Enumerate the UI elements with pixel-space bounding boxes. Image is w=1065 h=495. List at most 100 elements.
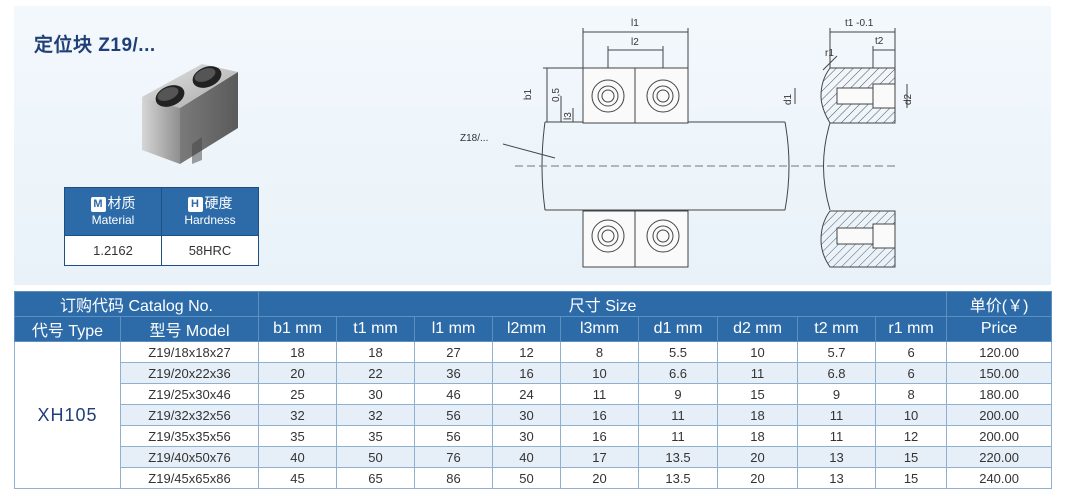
- size-cell: 10: [560, 362, 640, 384]
- size-column-header: l2mm: [492, 316, 562, 342]
- size-cell: 10: [717, 341, 799, 363]
- size-cell: 25: [258, 383, 338, 405]
- size-cell: 12: [875, 425, 948, 447]
- size-cell: 13.5: [638, 467, 719, 489]
- size-cell: 36: [414, 362, 494, 384]
- size-cell: 15: [717, 383, 799, 405]
- size-cell: 6.6: [638, 362, 719, 384]
- dim-d1: d1: [783, 93, 794, 105]
- size-column-header: d2 mm: [717, 316, 799, 342]
- size-column-header: d1 mm: [638, 316, 719, 342]
- size-cell: 18: [336, 341, 416, 363]
- size-cell: 9: [638, 383, 719, 405]
- size-cell: 65: [336, 467, 416, 489]
- dim-b1: b1: [523, 88, 534, 100]
- model-cell: Z19/20x22x36: [119, 362, 260, 384]
- size-cell: 46: [414, 383, 494, 405]
- price-cell: 200.00: [946, 425, 1053, 447]
- ref-label: Z18/...: [460, 133, 488, 144]
- model-cell: Z19/45x65x86: [119, 467, 260, 489]
- size-cell: 22: [336, 362, 416, 384]
- hardness-icon: H: [187, 196, 203, 212]
- price-cell: 200.00: [946, 404, 1053, 426]
- size-cell: 30: [492, 404, 562, 426]
- size-column-header: l1 mm: [414, 316, 494, 342]
- size-cell: 35: [258, 425, 338, 447]
- model-cell: Z19/35x35x56: [119, 425, 260, 447]
- type-header: 代号 Type: [14, 316, 121, 342]
- size-cell: 56: [414, 404, 494, 426]
- dim-r1: r1: [825, 48, 834, 59]
- size-cell: 11: [717, 362, 799, 384]
- size-cell: 20: [560, 467, 640, 489]
- size-cell: 6: [875, 362, 948, 384]
- size-cell: 10: [875, 404, 948, 426]
- size-cell: 12: [492, 341, 562, 363]
- size-cell: 5.7: [797, 341, 877, 363]
- price-cell: 180.00: [946, 383, 1053, 405]
- size-cell: 56: [414, 425, 494, 447]
- size-cell: 76: [414, 446, 494, 468]
- price-cell: 150.00: [946, 362, 1053, 384]
- size-cell: 13: [797, 446, 877, 468]
- size-cell: 17: [560, 446, 640, 468]
- size-cell: 18: [258, 341, 338, 363]
- size-cell: 8: [560, 341, 640, 363]
- size-cell: 11: [560, 383, 640, 405]
- dim-ref: 0,5: [551, 88, 562, 102]
- price-cell: 220.00: [946, 446, 1053, 468]
- size-cell: 15: [875, 446, 948, 468]
- size-cell: 45: [258, 467, 338, 489]
- size-cell: 30: [492, 425, 562, 447]
- size-column-header: t2 mm: [797, 316, 877, 342]
- size-header: 尺寸 Size: [258, 291, 948, 317]
- dim-l3: l3: [563, 112, 574, 120]
- model-cell: Z19/18x18x27: [119, 341, 260, 363]
- catalog-header: 订购代码 Catalog No.: [13, 291, 260, 317]
- price-cell: 120.00: [946, 341, 1053, 363]
- size-cell: 6: [875, 341, 948, 363]
- size-column-header: b1 mm: [258, 316, 338, 342]
- size-cell: 50: [492, 467, 562, 489]
- model-header: 型号 Model: [119, 316, 260, 342]
- dim-l1: l1: [631, 18, 639, 29]
- material-value: 1.2162: [64, 235, 162, 266]
- size-cell: 13: [797, 467, 877, 489]
- size-cell: 30: [336, 383, 416, 405]
- dim-d2: d2: [903, 93, 914, 105]
- size-cell: 6.8: [797, 362, 877, 384]
- spec-table: 订购代码 Catalog No. 尺寸 Size 单价(￥) 代号 Type 型…: [13, 291, 1053, 489]
- dim-t2: t2: [875, 36, 884, 47]
- size-cell: 5.5: [638, 341, 719, 363]
- price-header-en: Price: [946, 316, 1053, 342]
- type-cell: XH105: [14, 341, 121, 489]
- technical-drawing: l1 l2 b1 0,5 l3 Z18/... t1 -0.1 t2 r1 d1…: [460, 18, 914, 268]
- size-cell: 24: [492, 383, 562, 405]
- size-cell: 11: [638, 404, 719, 426]
- dim-l2: l2: [631, 37, 639, 48]
- size-cell: 27: [414, 341, 494, 363]
- size-column-header: t1 mm: [336, 316, 416, 342]
- size-cell: 11: [797, 425, 877, 447]
- size-cell: 18: [717, 425, 799, 447]
- size-column-header: r1 mm: [875, 316, 948, 342]
- dim-t1: t1 -0.1: [845, 18, 874, 29]
- size-cell: 20: [258, 362, 338, 384]
- size-cell: 20: [717, 446, 799, 468]
- product-photo: [142, 64, 238, 164]
- size-cell: 40: [492, 446, 562, 468]
- size-cell: 20: [717, 467, 799, 489]
- size-cell: 8: [875, 383, 948, 405]
- size-cell: 40: [258, 446, 338, 468]
- size-cell: 16: [560, 404, 640, 426]
- size-cell: 15: [875, 467, 948, 489]
